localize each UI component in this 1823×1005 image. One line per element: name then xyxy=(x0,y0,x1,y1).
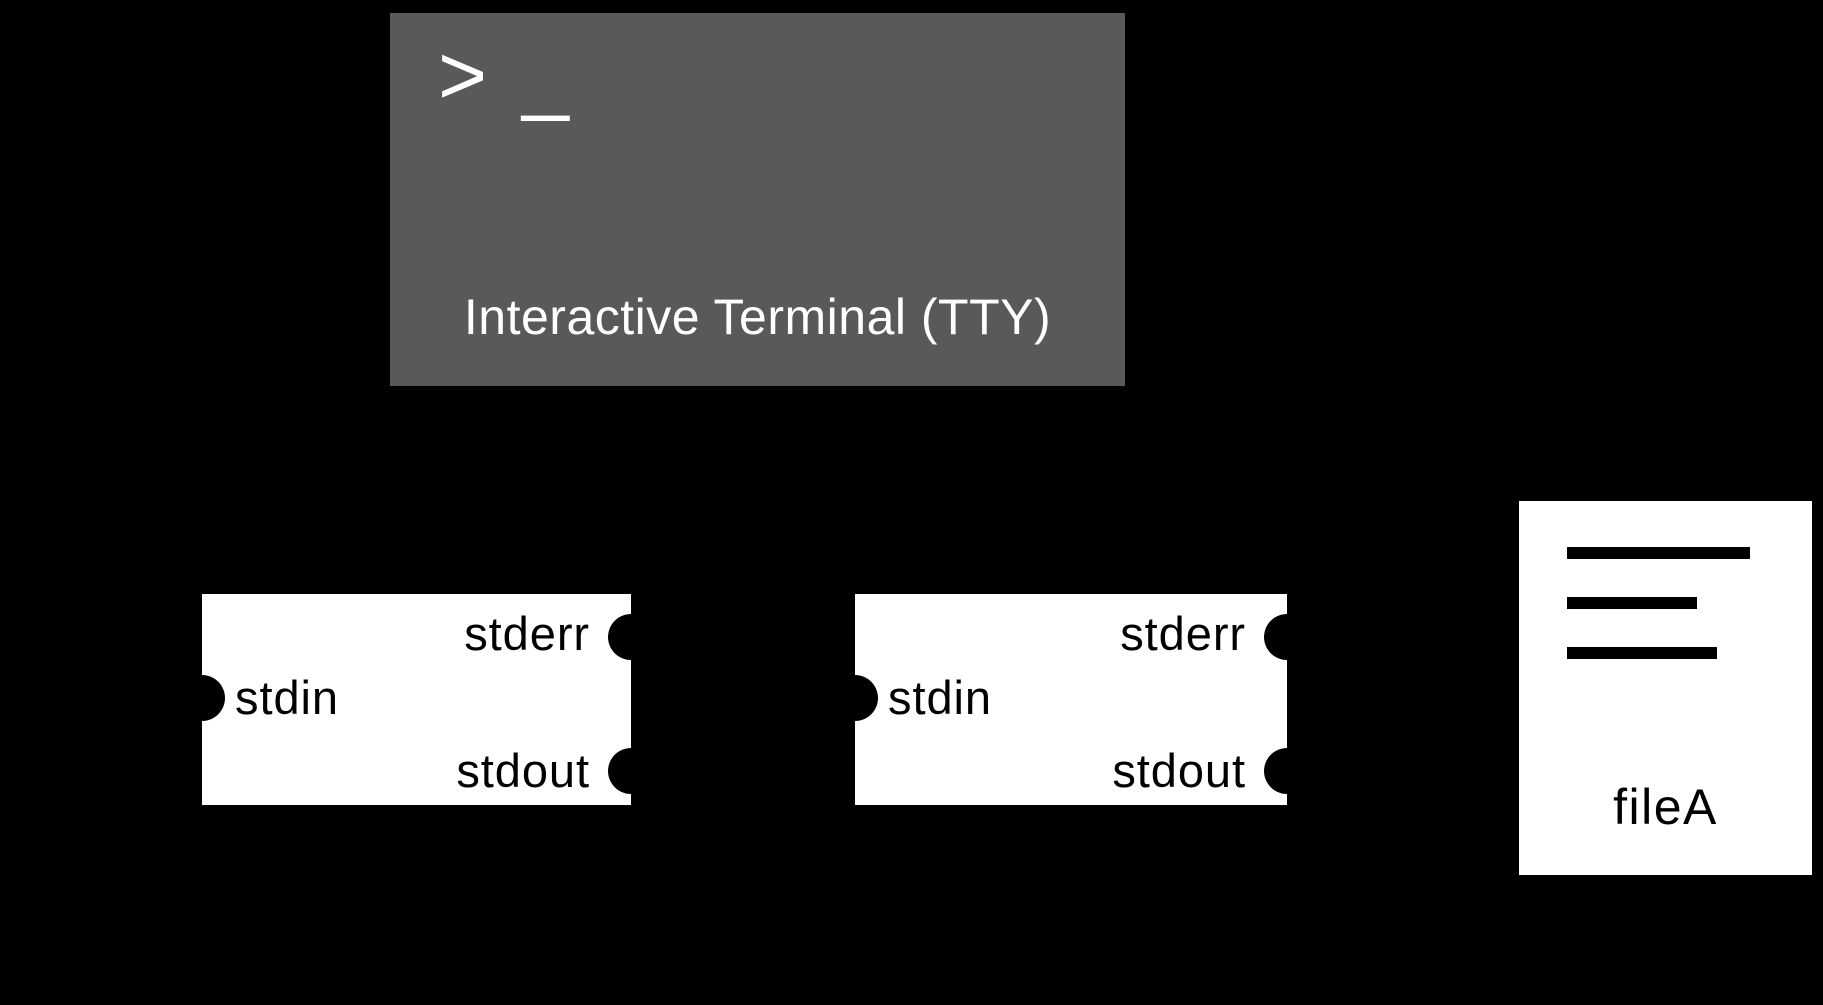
stdout-port xyxy=(1264,748,1310,794)
file-node: fileA xyxy=(1519,501,1812,875)
process-node-2: stderr stdin stdout xyxy=(832,594,1310,805)
stderr-label: stderr xyxy=(1120,607,1246,660)
stdin-port xyxy=(179,675,225,721)
terminal-prompt: > _ xyxy=(438,28,575,122)
stdin-label: stdin xyxy=(235,671,339,724)
file-text-line-icon xyxy=(1567,647,1717,659)
stdin-label: stdin xyxy=(888,671,992,724)
stdout-label: stdout xyxy=(1112,744,1246,797)
process-node-1: stderr stdin stdout xyxy=(179,594,654,805)
stdin-port xyxy=(832,675,878,721)
file-text-line-icon xyxy=(1567,597,1697,609)
stderr-port xyxy=(1264,614,1310,660)
stderr-label: stderr xyxy=(464,607,590,660)
stderr-port xyxy=(608,614,654,660)
stdout-label: stdout xyxy=(456,744,590,797)
file-label: fileA xyxy=(1613,779,1718,835)
file-text-line-icon xyxy=(1567,547,1750,559)
terminal-label: Interactive Terminal (TTY) xyxy=(463,289,1052,345)
terminal-node: > _ Interactive Terminal (TTY) xyxy=(390,13,1125,386)
stdout-port xyxy=(608,748,654,794)
